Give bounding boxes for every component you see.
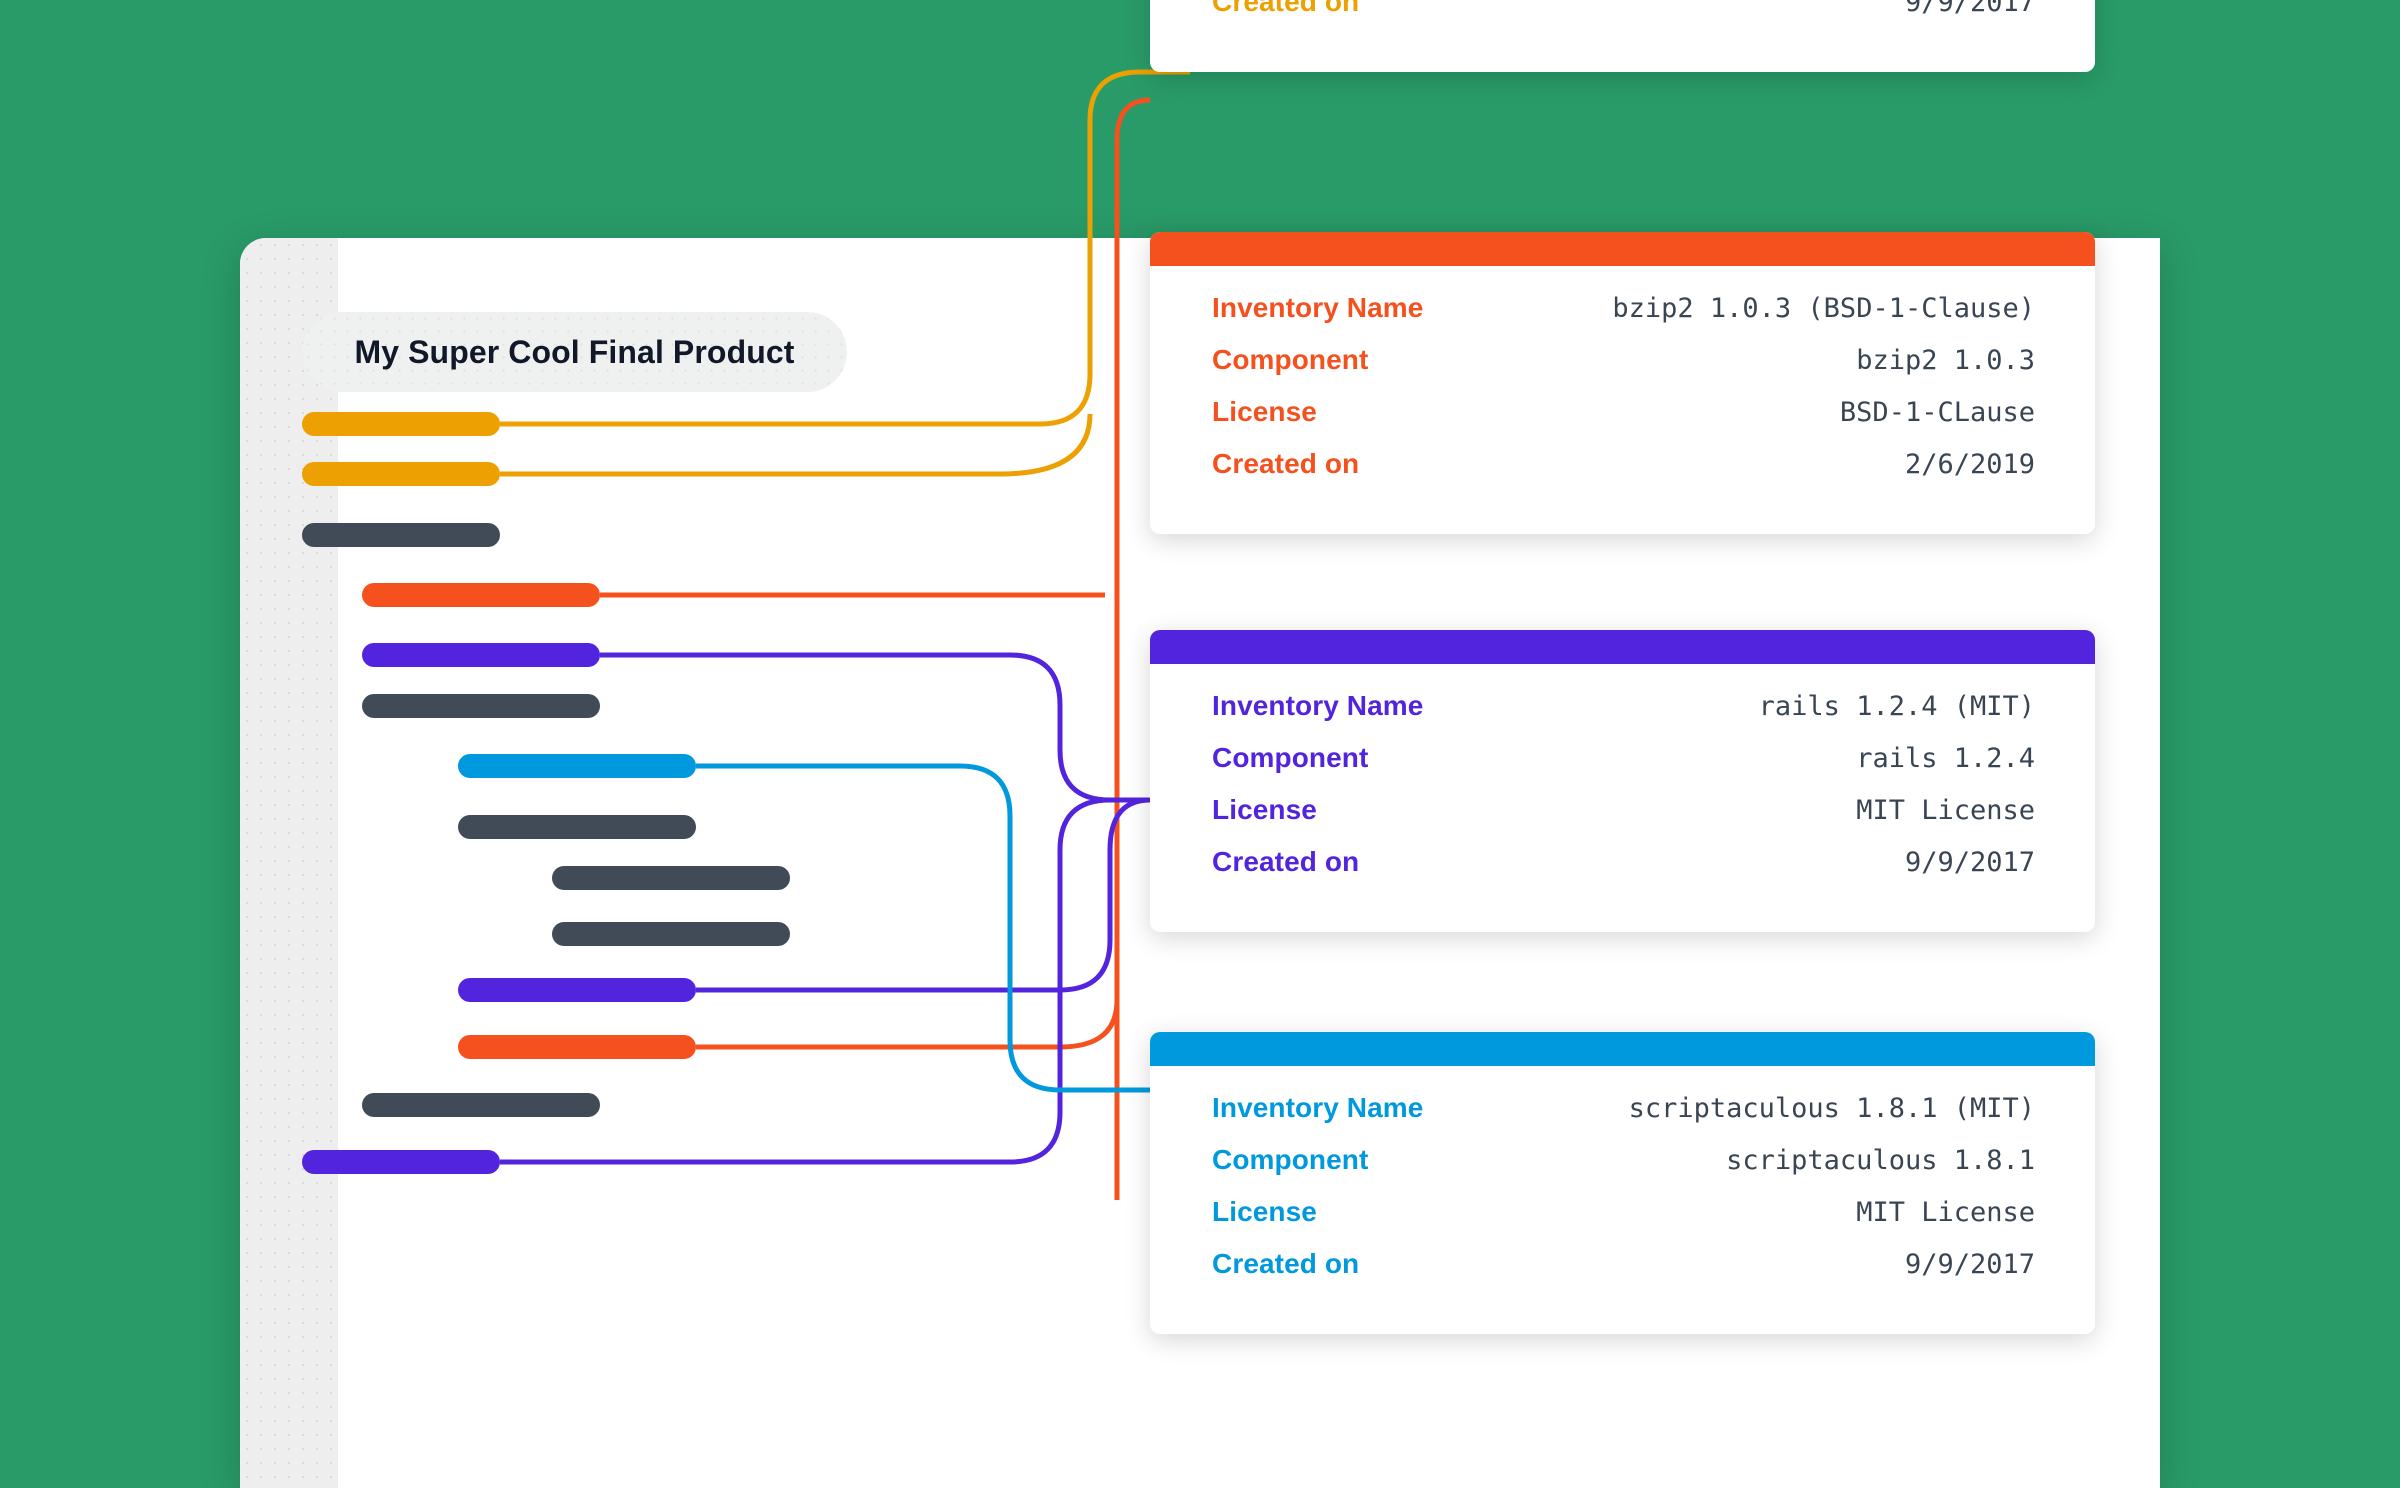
table-row: License BSD-1-CLause [1212,396,2035,448]
bar-rails-3[interactable] [302,1150,500,1174]
row-value: scriptaculous 1.8.1 (MIT) [1628,1093,2035,1124]
bar-bzip2-2[interactable] [458,1035,696,1059]
table-row: Component bzip2 1.0.3 [1212,344,2035,396]
card-accent-bar [1150,630,2095,664]
bar-rails-2[interactable] [458,978,696,1002]
row-label: Component [1212,742,1369,773]
card-rows: Inventory Name rails 1.2.4 (MIT) Component… [1150,664,2095,932]
bar-slate-5[interactable] [552,922,790,946]
row-label: Created on [1212,1248,1360,1279]
bar-slate-6[interactable] [362,1093,600,1117]
bar-apache-2[interactable] [302,462,500,486]
table-row: License MIT License [1212,1196,2035,1248]
row-value: bzip2 1.0.3 (BSD-1-Clause) [1612,293,2035,324]
bar-slate-4[interactable] [552,866,790,890]
row-label: Component [1212,1144,1369,1175]
card-rails[interactable]: Inventory Name rails 1.2.4 (MIT) Component… [1150,630,2095,932]
card-accent-bar [1150,232,2095,266]
row-label: License [1212,1196,1317,1227]
table-row: Component rails 1.2.4 [1212,742,2035,794]
table-row: Inventory Name scriptaculous 1.8.1 (MIT) [1212,1092,2035,1144]
row-label: Inventory Name [1212,690,1424,721]
row-value: rails 1.2.4 (MIT) [1758,691,2035,722]
row-value: MIT License [1856,1197,2035,1228]
row-label: Created on [1212,0,1360,17]
bar-slate-2[interactable] [362,694,600,718]
bar-rails[interactable] [362,643,600,667]
page-title: My Super Cool Final Product [354,333,795,370]
row-label: Created on [1212,448,1360,479]
bar-slate-3[interactable] [458,815,696,839]
table-row: Inventory Name rails 1.2.4 (MIT) [1212,690,2035,742]
card-apache[interactable]: Inventory Nameapache 2.0 (apache-2.0)Com… [1150,0,2095,72]
row-value: BSD-1-CLause [1839,397,2035,428]
row-value: 2/6/2019 [1904,449,2035,480]
table-row: Created on 9/9/2017 [1212,846,2035,898]
table-row: Created on 9/9/2017 [1212,0,2035,38]
bar-scriptaculous[interactable] [458,754,696,778]
card-rows: Inventory Name scriptaculous 1.8.1 (MIT) C… [1150,1066,2095,1334]
row-value: 9/9/2017 [1904,1249,2035,1280]
row-value: MIT License [1856,795,2035,826]
card-rows: Inventory Name bzip2 1.0.3 (BSD-1-Clause)… [1150,266,2095,534]
row-value: rails 1.2.4 [1856,743,2035,774]
card-rows: Inventory Nameapache 2.0 (apache-2.0)Com… [1150,0,2095,72]
card-accent-bar [1150,1032,2095,1066]
bar-apache-1[interactable] [302,412,500,436]
row-label: Inventory Name [1212,1092,1424,1123]
table-row: Created on 9/9/2017 [1212,1248,2035,1300]
table-row: Component scriptaculous 1.8.1 [1212,1144,2035,1196]
row-label: License [1212,396,1317,427]
table-row: Created on 2/6/2019 [1212,448,2035,500]
row-label: Inventory Name [1212,292,1424,323]
row-value: bzip2 1.0.3 [1856,345,2035,376]
bar-slate-1[interactable] [302,523,500,547]
table-row: License MIT License [1212,794,2035,846]
table-row: Inventory Name bzip2 1.0.3 (BSD-1-Clause) [1212,292,2035,344]
row-value: 9/9/2017 [1904,0,2035,18]
row-label: License [1212,794,1317,825]
card-bzip2[interactable]: Inventory Name bzip2 1.0.3 (BSD-1-Clause)… [1150,232,2095,534]
row-label: Component [1212,344,1369,375]
bar-bzip2[interactable] [362,583,600,607]
product-title-pill[interactable]: My Super Cool Final Product [302,312,847,392]
row-label: Created on [1212,846,1360,877]
row-value: scriptaculous 1.8.1 [1726,1145,2035,1176]
row-value: 9/9/2017 [1904,847,2035,878]
card-scriptaculous[interactable]: Inventory Name scriptaculous 1.8.1 (MIT) C… [1150,1032,2095,1334]
